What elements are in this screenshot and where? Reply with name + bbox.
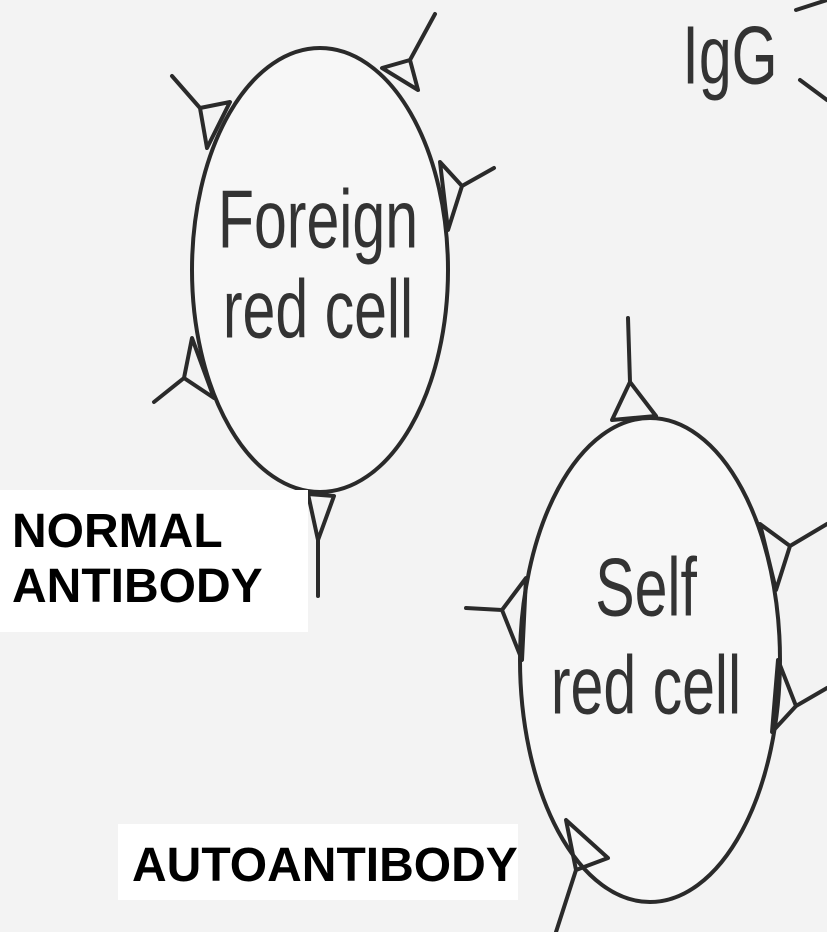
self-cell-line1: Self bbox=[595, 542, 698, 634]
normal-label-line2: ANTIBODY bbox=[12, 559, 308, 614]
foreign-cell-line2: red cell bbox=[223, 264, 413, 356]
self-red-cell: Self red cell bbox=[466, 318, 827, 932]
antibody-foreign-right bbox=[440, 162, 494, 230]
autoantibody-label: AUTOANTIBODY bbox=[118, 824, 518, 900]
normal-antibody-label: NORMAL ANTIBODY bbox=[0, 490, 308, 632]
normal-label-line1: NORMAL bbox=[12, 504, 308, 559]
igg-label: IgG bbox=[682, 10, 777, 102]
antibody-foreign-top bbox=[382, 14, 435, 90]
igg-antibody-icon bbox=[796, 0, 827, 100]
self-cell-line2: red cell bbox=[551, 640, 741, 732]
foreign-cell-line1: Foreign bbox=[218, 174, 418, 266]
antibody-foreign-bottom bbox=[308, 494, 334, 596]
antibody-self-top bbox=[612, 318, 656, 420]
autoantibody-label-text: AUTOANTIBODY bbox=[132, 839, 518, 892]
antibody-self-left bbox=[466, 578, 526, 660]
